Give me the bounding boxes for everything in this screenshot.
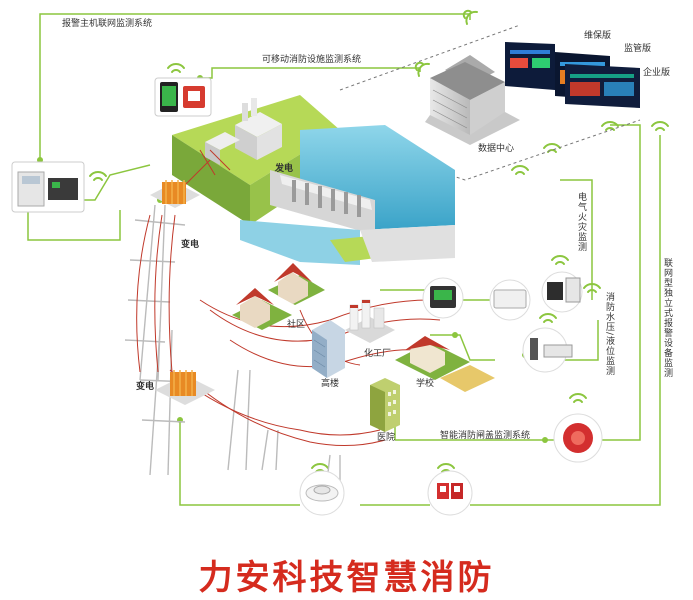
wifi-icon — [89, 171, 107, 181]
mobile-device-icon — [154, 77, 212, 117]
label-electrical-fire: 电气火灾监测 — [576, 192, 586, 252]
label-school: 学校 — [416, 379, 435, 389]
alarm-host-device — [11, 161, 85, 213]
standalone-alarm-device — [553, 413, 603, 463]
wifi-icon — [543, 143, 561, 153]
label-maintenance-edition: 维保版 — [584, 31, 612, 41]
substation-bottom — [155, 370, 215, 405]
substation-top — [150, 180, 200, 208]
wifi-icon — [601, 121, 619, 131]
label-supervision-edition: 监管版 — [624, 44, 652, 54]
wifi-icon — [539, 313, 557, 323]
smoke-detector-device — [299, 470, 345, 516]
electrical-fire-devices — [422, 271, 583, 321]
wifi-icon — [167, 63, 185, 73]
power-transmission — [124, 204, 441, 491]
label-smart-valve: 智能消防闸盖监测系统 — [440, 431, 531, 441]
label-community: 社区 — [287, 320, 306, 330]
label-chemical-plant: 化工厂 — [364, 349, 392, 359]
wifi-icon — [551, 255, 569, 265]
label-data-center: 数据中心 — [478, 144, 515, 154]
dam-reservoir — [240, 125, 455, 265]
label-hospital: 医院 — [377, 433, 396, 443]
label-substation-top: 变电 — [181, 240, 200, 250]
community-houses — [232, 263, 325, 330]
monitor-screens — [505, 42, 640, 108]
wifi-icon — [583, 283, 601, 293]
label-mobile-monitor: 可移动消防设施监测系统 — [262, 55, 362, 65]
water-pressure-devices — [522, 327, 573, 373]
manual-alarm-device — [427, 470, 473, 516]
label-enterprise-edition: 企业版 — [643, 68, 671, 78]
label-alarm-host: 报警主机联网监测系统 — [62, 19, 153, 29]
data-center-building — [425, 55, 520, 145]
wifi-icon — [569, 393, 587, 403]
wifi-signals — [89, 9, 669, 473]
label-standalone-alarm: 联网型独立式报警设备监测 — [662, 258, 672, 378]
wifi-icon — [511, 165, 529, 175]
school-building — [395, 336, 495, 392]
page-title: 力安科技智慧消防 — [198, 558, 495, 598]
label-power-plant: 发电 — [275, 164, 294, 174]
chemical-plant — [345, 299, 395, 343]
label-substation-bottom: 变电 — [136, 382, 155, 392]
hospital-building — [370, 378, 400, 432]
wifi-icon — [414, 61, 430, 77]
label-water-pressure: 消防水压/液位监测 — [604, 292, 614, 377]
high-rise-building — [312, 320, 345, 378]
label-high-rise: 高楼 — [321, 379, 340, 389]
wifi-icon — [462, 9, 478, 25]
wifi-icon — [651, 121, 669, 131]
